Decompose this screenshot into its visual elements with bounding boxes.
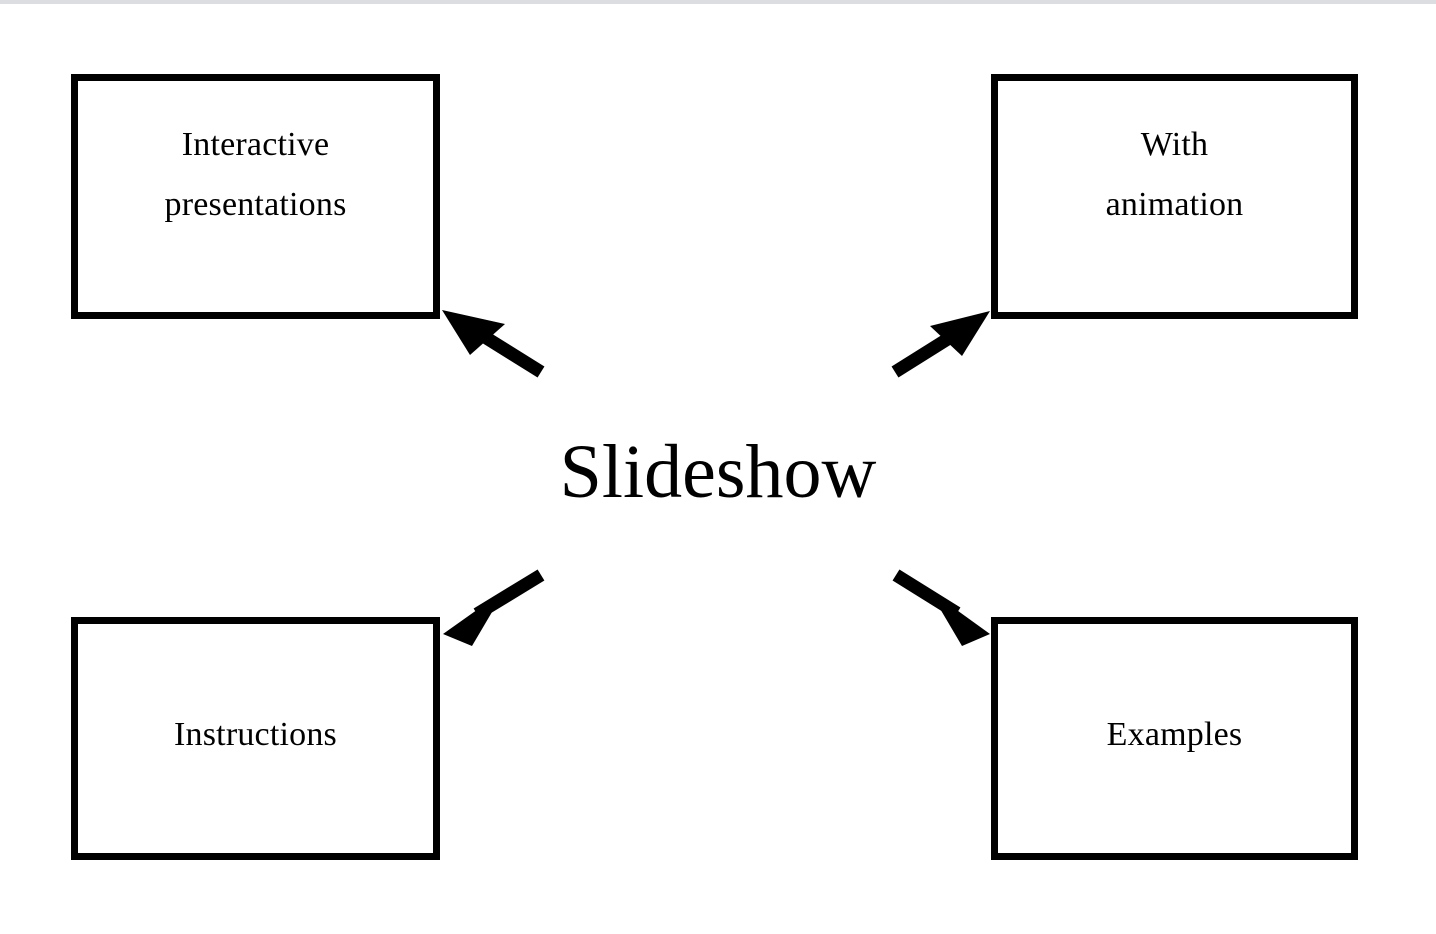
arrow-to-instructions [443, 569, 545, 646]
arrow-to-examples [892, 569, 990, 646]
arrow-to-interactive-presentations [442, 310, 545, 378]
node-label-examples: Examples [1106, 715, 1243, 753]
center-title: Slideshow [559, 430, 877, 514]
arrow-to-with-animation [891, 311, 990, 378]
top-edge-strip [0, 0, 1436, 4]
node-label-interactive-presentations: Interactive presentations [164, 125, 347, 223]
node-label-with-animation: With animation [1105, 125, 1244, 223]
node-box-instructions[interactable]: Instructions [71, 617, 440, 860]
node-box-examples[interactable]: Examples [991, 617, 1358, 860]
node-box-with-animation[interactable]: With animation [991, 74, 1358, 319]
node-box-interactive-presentations[interactable]: Interactive presentations [71, 74, 440, 319]
node-label-instructions: Instructions [174, 715, 337, 753]
